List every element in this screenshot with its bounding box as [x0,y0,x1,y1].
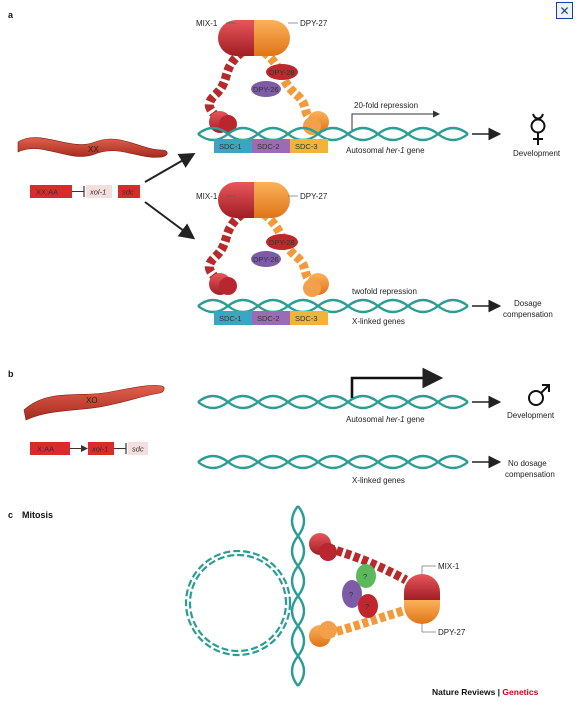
worm-xx-label: XX [88,145,99,154]
herm-xol-box [86,185,112,198]
x-linked-dna-helix-a [197,298,469,314]
male-xol-label: xol-1 [91,445,108,454]
male-sdc-box [128,442,148,455]
x-linked-label-b: X-linked genes [352,476,405,485]
her1-promoter-arrow-repressed [351,110,440,130]
x-linked-dna-helix-b [197,454,469,470]
journal-credit: Nature Reviews | Genetics [432,687,539,697]
development-label-b: Development [507,411,555,420]
sdc3-label-2: SDC-3 [295,314,318,323]
arrow-to-autosomal [144,153,196,183]
mitotic-condensin-complex: ? ? ? MIX-1 DPY-27 [309,533,466,647]
sdc-boxes-middle: SDC-1 SDC-2 SDC-3 [214,311,328,325]
no-dosage-label-line2: compensation [505,470,555,479]
sdc2-label-2: SDC-2 [257,314,280,323]
autosomal-her1-label-b: Autosomal her-1 gene [346,415,425,424]
autosomal-her1-label: Autosomal her-1 gene [346,146,425,155]
panel-c-title: Mitosis [22,510,53,520]
unknown-protein-purple: ? [349,590,353,599]
male-sdc-label: sdc [132,445,144,454]
twenty-fold-label: 20-fold repression [354,101,418,110]
herm-sdc-label: sdc [122,188,134,197]
dosage-label-line1: Dosage [514,299,542,308]
mix1-label-c: MIX-1 [438,562,460,571]
vertical-dna [290,505,306,687]
herm-genotype: XX:AA xol-1 sdc [30,185,140,198]
autosomal-dna-helix-b [197,394,469,410]
herm-ratio-label: XX:AA [36,188,58,197]
sdc2-label: SDC-2 [257,142,280,151]
panel-a-label: a [8,10,14,20]
x-linked-label-a: X-linked genes [352,317,405,326]
dosage-label-line2: compensation [503,310,553,319]
hermaphrodite-symbol [530,113,546,145]
hermaphrodite-worm: XX [17,137,168,158]
autosomal-dna-helix [197,126,469,142]
mix1-label-2: MIX-1 [196,192,218,201]
twofold-label: twofold repression [352,287,417,296]
circular-dna [184,549,292,657]
male-ratio-box [30,442,70,455]
mix1-label: MIX-1 [196,19,218,28]
close-icon: ✕ [559,3,570,18]
sdc1-label: SDC-1 [219,142,242,151]
development-label-top: Development [513,149,561,158]
panel-b-label: b [8,369,14,379]
her1-promoter-arrow-active [350,367,444,398]
herm-ratio-box [30,185,72,198]
dpy26-label-2: DPY-26 [253,255,279,264]
close-button[interactable]: ✕ [556,2,573,19]
dpy28-label: DPY-28 [269,68,295,77]
dpy27-label-2: DPY-27 [300,192,328,201]
male-worm: XO [23,385,165,421]
herm-sdc-box [118,185,140,198]
sdc1-label-2: SDC-1 [219,314,242,323]
condensin-complex-top: DPY-28 DPY-26 MIX-1 DPY-27 [196,19,329,135]
unknown-protein-green: ? [363,572,367,581]
worm-xo-label: XO [86,396,98,405]
sdc3-label: SDC-3 [295,142,318,151]
sdc-boxes-top: SDC-1 SDC-2 SDC-3 [214,139,328,153]
arrow-to-x-linked [144,201,196,240]
male-genotype: X:AA xol-1 sdc [30,442,148,455]
no-dosage-label-line1: No dosage [508,459,547,468]
dpy26-label: DPY-26 [253,85,279,94]
male-ratio-label: X:AA [37,445,54,454]
dpy28-label-2: DPY-28 [269,238,295,247]
dpy27-label: DPY-27 [300,19,328,28]
herm-xol-label: xol-1 [89,188,106,197]
panel-c-label: c [8,510,13,520]
unknown-protein-red: ? [365,602,369,611]
condensin-complex-middle: DPY-28 DPY-26 MIX-1 DPY-27 [196,182,329,297]
male-symbol [528,384,550,406]
dpy27-label-c: DPY-27 [438,628,466,637]
male-xol-box [88,442,114,455]
